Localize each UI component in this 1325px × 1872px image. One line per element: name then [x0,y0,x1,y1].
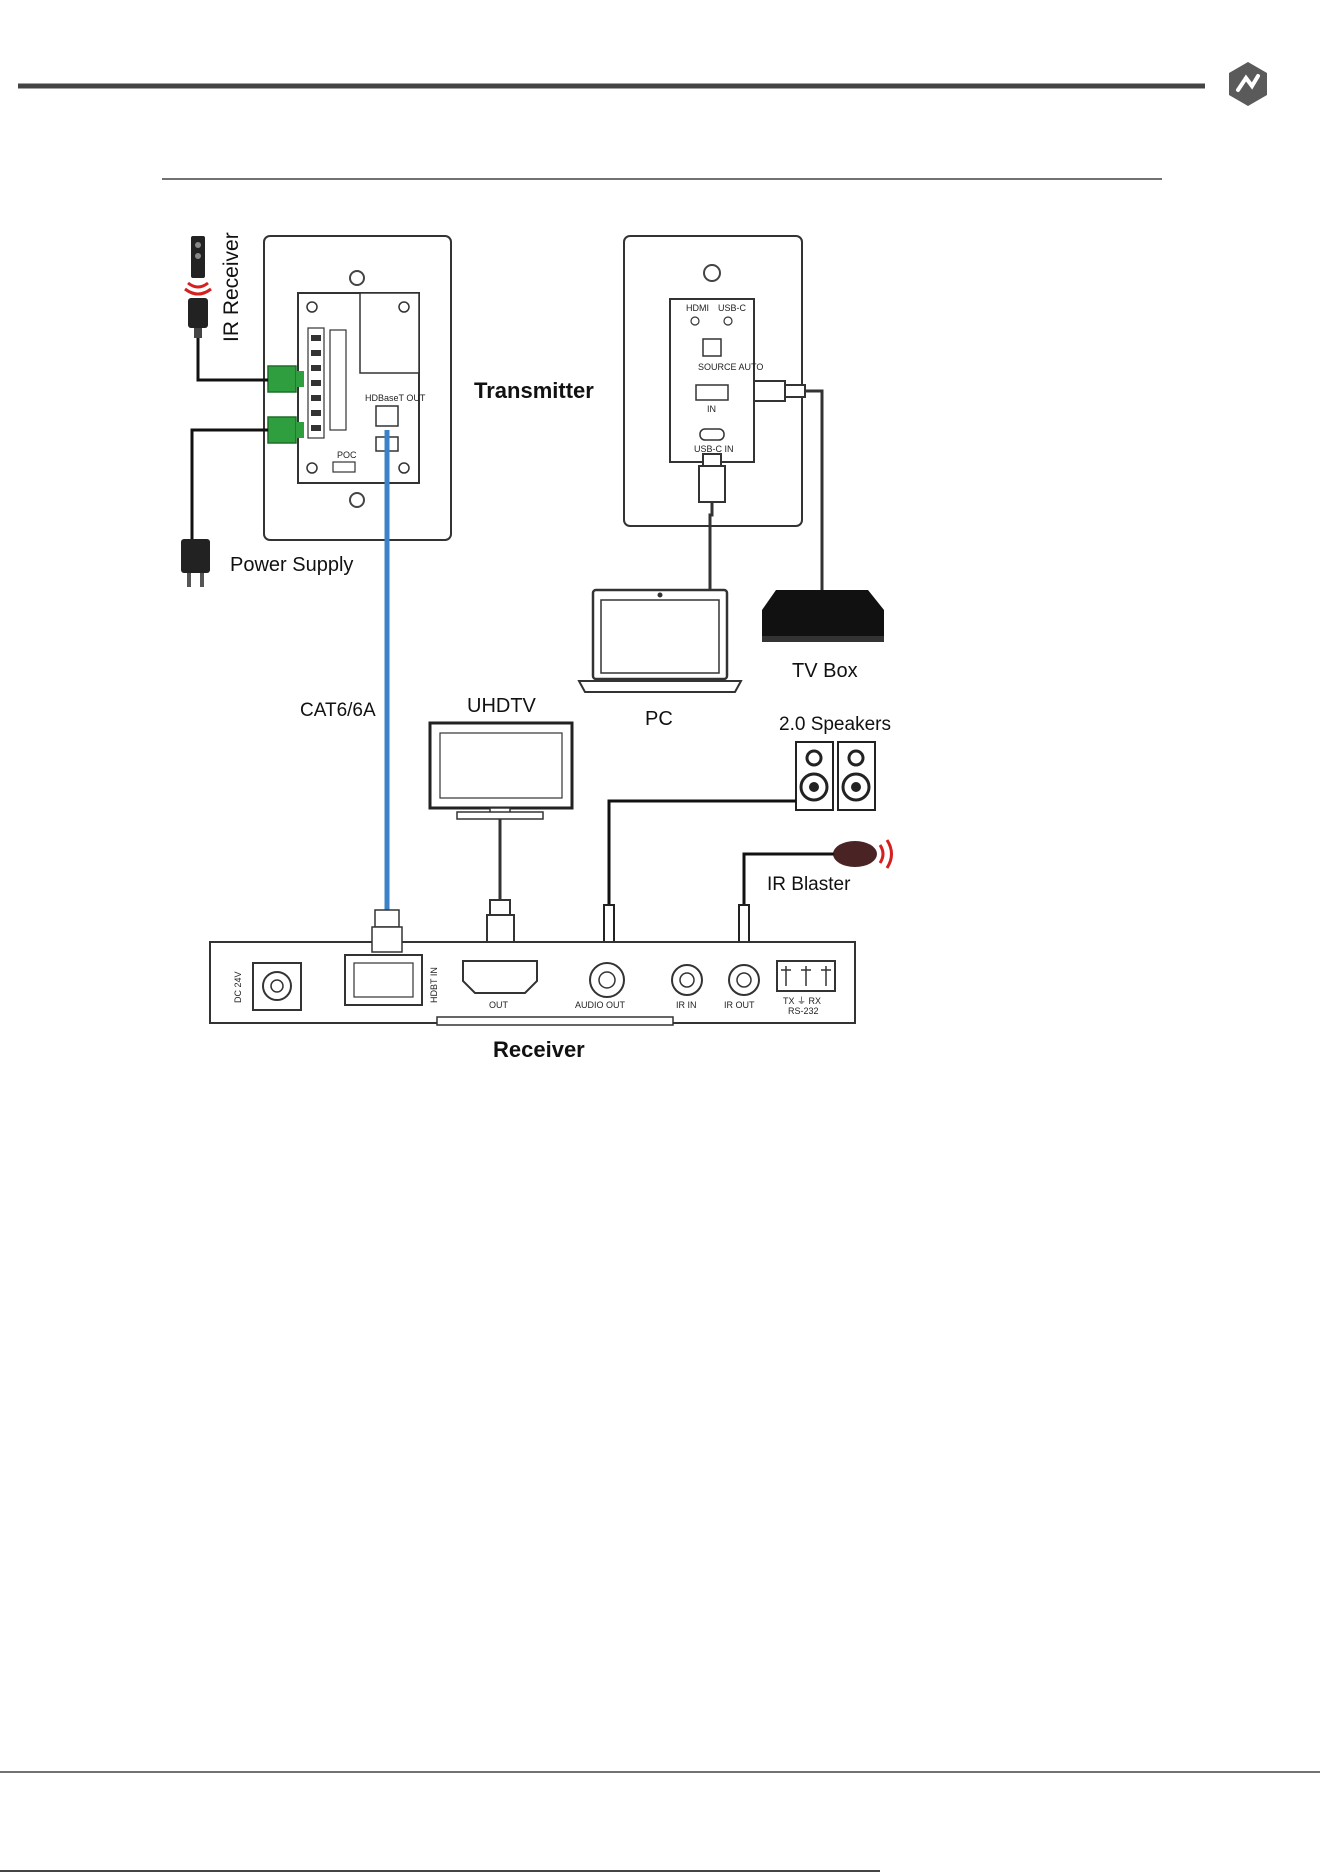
ir-blaster-icon [833,840,892,868]
usbc-in-label: USB-C IN [694,444,734,454]
receiver-device: DC 24V HDBT IN OUT AUDIO OUT IR IN IR OU… [210,910,855,1025]
dc-label: DC 24V [233,971,243,1003]
pc-laptop-icon [579,590,741,692]
dc-port [253,963,301,1010]
ir-in-label: IR IN [676,1000,697,1010]
ir-blaster-label: IR Blaster [767,874,851,895]
usbc-led-label: USB-C [718,303,747,313]
audio-out-label: AUDIO OUT [575,1000,626,1010]
ir-receiver-label: IR Receiver [220,232,243,342]
tv-box-label: TV Box [792,660,858,682]
rs232-label: RS-232 [788,1006,819,1016]
ir-receiver-cable [198,338,268,380]
usbc-plug-icon [699,454,725,502]
transmitter-label: Transmitter [474,378,594,403]
power-supply-icon [181,539,210,587]
ir-out-label: IR OUT [724,1000,755,1010]
tv-box-icon [762,590,884,642]
source-auto-label: SOURCE AUTO [698,362,763,372]
hdmi-out-label: OUT [489,1000,509,1010]
ir-receiver-icon [185,236,211,338]
power-supply-label: Power Supply [230,554,353,576]
uhdtv-icon [430,723,572,819]
hdbt-in-label: HDBT IN [429,967,439,1003]
uhdtv-label: UHDTV [467,695,537,717]
pc-label: PC [645,708,673,730]
poc-label: POC [337,450,357,460]
power-cable [192,430,268,540]
hdbaset-out-label: HDBaseT OUT [365,393,426,403]
hdmi-led-label: HDMI [686,303,709,313]
speakers-label: 2.0 Speakers [779,714,891,735]
tvbox-hdmi-cable [805,391,822,590]
ir-plug-icon [739,905,749,945]
hdmi-out-port [463,961,537,993]
usbc-in-port [700,429,724,440]
audio-plug-icon [604,905,614,945]
receiver-label: Receiver [493,1037,585,1062]
hdmi-in-label: IN [707,404,716,414]
hdmi-in-port [696,385,728,400]
brand-logo-icon [1229,62,1267,106]
speakers-icon [796,742,875,810]
source-auto-button[interactable] [703,339,721,356]
rs232-pins-label: TX ⏚ RX [783,996,821,1006]
cat-cable-label: CAT6/6A [300,700,376,721]
pc-usbc-cable [710,502,712,590]
hdmi-plug-icon [754,381,805,401]
